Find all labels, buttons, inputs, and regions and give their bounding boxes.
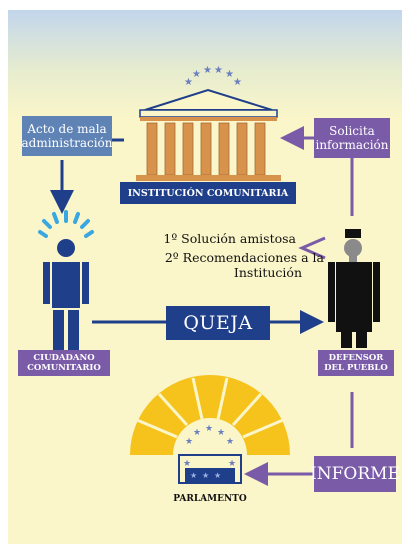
svg-text:★: ★ (228, 459, 236, 469)
queja-label: QUEJA (183, 312, 253, 334)
institution-label: INSTITUCIÓN COMUNITARIA (120, 182, 296, 204)
svg-text:★: ★ (226, 437, 234, 447)
ombudsman-label: DEFENSOR DEL PUEBLO (318, 350, 394, 376)
citizen-line2: COMUNITARIO (27, 363, 101, 373)
svg-text:★: ★ (233, 77, 242, 88)
parliament-hemicycle: ★ ★ ★ ★ ★ ★ ★ ★ ★ ★ (130, 375, 290, 484)
outcome-3: Institución (233, 265, 302, 280)
outcome-2: 2º Recomendaciones a la (164, 250, 324, 265)
parliament-label: PARLAMENTO (173, 494, 247, 504)
eu-stars-arc: ★ ★ ★ ★ ★ ★ (184, 65, 242, 88)
institution-label-text: INSTITUCIÓN COMUNITARIA (127, 187, 289, 199)
svg-text:★: ★ (205, 424, 213, 434)
informe-box: INFORME (310, 456, 400, 492)
citizen-figure (38, 210, 94, 350)
maladministration-line1: Acto de mala (27, 122, 107, 136)
svg-text:★: ★ (225, 69, 234, 80)
solicita-line1: Solicita (329, 124, 375, 138)
svg-text:★: ★ (214, 471, 221, 480)
svg-text:★: ★ (217, 428, 225, 438)
outcome-1: 1º Solución amistosa (163, 231, 296, 246)
maladministration-line2: administración (21, 136, 113, 150)
svg-text:★: ★ (214, 65, 223, 76)
informe-label: INFORME (310, 464, 400, 484)
ombudsman-line2: DEL PUEBLO (324, 363, 388, 373)
ombudsman-line1: DEFENSOR (328, 353, 384, 363)
svg-text:★: ★ (184, 77, 193, 88)
svg-text:★: ★ (192, 69, 201, 80)
svg-text:★: ★ (202, 471, 209, 480)
solicita-box: Solicita información (314, 118, 390, 158)
ombudsman-figure (328, 229, 380, 348)
svg-text:★: ★ (190, 471, 197, 480)
maladministration-box: Acto de mala administración (21, 116, 113, 156)
svg-text:★: ★ (185, 437, 193, 447)
citizen-label: CIUDADANO COMUNITARIO (18, 350, 110, 376)
institution-building (136, 88, 281, 181)
outcomes-bracket (298, 236, 326, 260)
queja-box: QUEJA (166, 306, 270, 340)
solicita-line2: información (315, 138, 389, 152)
svg-text:★: ★ (203, 65, 212, 76)
citizen-line1: CIUDADANO (33, 353, 95, 363)
svg-text:★: ★ (193, 428, 201, 438)
svg-text:★: ★ (183, 459, 191, 469)
